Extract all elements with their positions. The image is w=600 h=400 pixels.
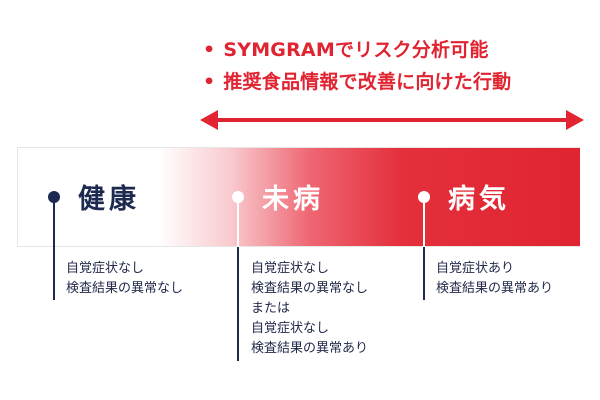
stage-dot-icon xyxy=(48,191,60,203)
note-line: 自覚症状なし xyxy=(251,321,330,336)
stage-label: 未病 xyxy=(262,184,324,215)
stage-connector-line xyxy=(423,197,425,300)
feature-item: • SYMGRAMでリスク分析可能 xyxy=(203,34,511,66)
health-gradient-band xyxy=(17,147,580,247)
double-arrow-icon xyxy=(200,110,584,130)
stage-dot-icon xyxy=(232,191,244,203)
stage-notes: 自覚症状あり 検査結果の異常あり xyxy=(436,259,553,299)
note-line: 検査結果の異常なし xyxy=(251,281,369,296)
stage-connector-line xyxy=(53,197,55,300)
stage-dot-icon xyxy=(418,191,430,203)
stage-notes: 自覚症状なし 検査結果の異常なし または 自覚症状なし 検査結果の異常あり xyxy=(251,259,368,359)
stage-notes: 自覚症状なし 検査結果の異常なし xyxy=(66,259,183,299)
stage-connector-line xyxy=(237,197,239,361)
note-line: または xyxy=(251,301,291,316)
note-line: 自覚症状なし xyxy=(66,261,145,276)
stage-label: 病気 xyxy=(448,184,510,215)
feature-bullet: • xyxy=(203,71,216,93)
note-line: 検査結果の異常なし xyxy=(66,281,184,296)
feature-text: 推奨食品情報で改善に向けた行動 xyxy=(223,71,512,93)
stage-connector-line-upper xyxy=(423,197,425,247)
note-line: 検査結果の異常あり xyxy=(436,281,554,296)
feature-item: • 推奨食品情報で改善に向けた行動 xyxy=(203,66,511,98)
note-line: 自覚症状なし xyxy=(251,261,330,276)
note-line: 自覚症状あり xyxy=(436,261,515,276)
feature-list: • SYMGRAMでリスク分析可能 • 推奨食品情報で改善に向けた行動 xyxy=(203,34,511,98)
feature-text: SYMGRAMでリスク分析可能 xyxy=(223,39,489,61)
stage-label: 健康 xyxy=(78,184,140,215)
feature-bullet: • xyxy=(203,39,216,61)
note-line: 検査結果の異常あり xyxy=(251,341,369,356)
stage-connector-line-upper xyxy=(237,197,239,247)
